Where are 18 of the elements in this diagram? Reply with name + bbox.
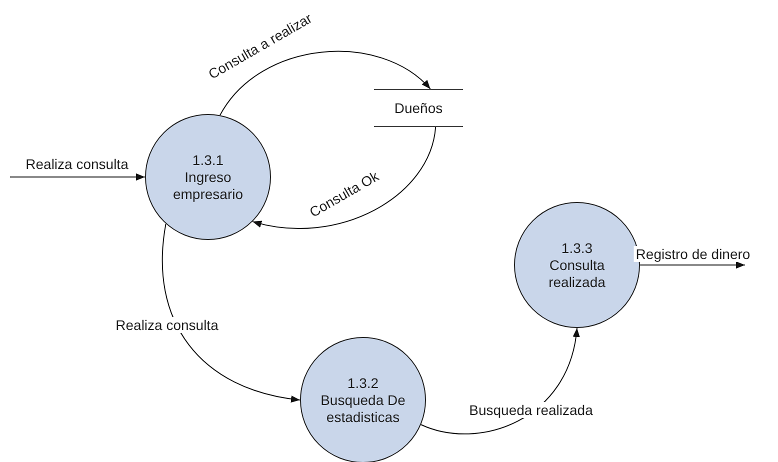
process-number: 1.3.1 (192, 152, 224, 168)
edge-label: Realiza consulta (24, 156, 130, 172)
process-label: Busqueda De estadisticas (320, 392, 406, 426)
process-number: 1.3.3 (561, 240, 593, 256)
arrow (10, 173, 146, 181)
arrow (252, 126, 436, 229)
process-label: Dueños (394, 100, 443, 116)
arrow (220, 50, 431, 116)
process-label: Ingreso empresario (172, 168, 244, 202)
arrow (640, 261, 746, 269)
data-store (374, 89, 463, 127)
arrow (420, 328, 580, 434)
arrow (162, 223, 300, 402)
process-label: Consulta realizada (548, 256, 606, 290)
edge-label: Registro de dinero (634, 246, 752, 262)
process-number: 1.3.2 (347, 374, 379, 392)
edge-label: Busqueda realizada (467, 402, 595, 418)
edge-label: Realiza consulta (114, 317, 220, 333)
